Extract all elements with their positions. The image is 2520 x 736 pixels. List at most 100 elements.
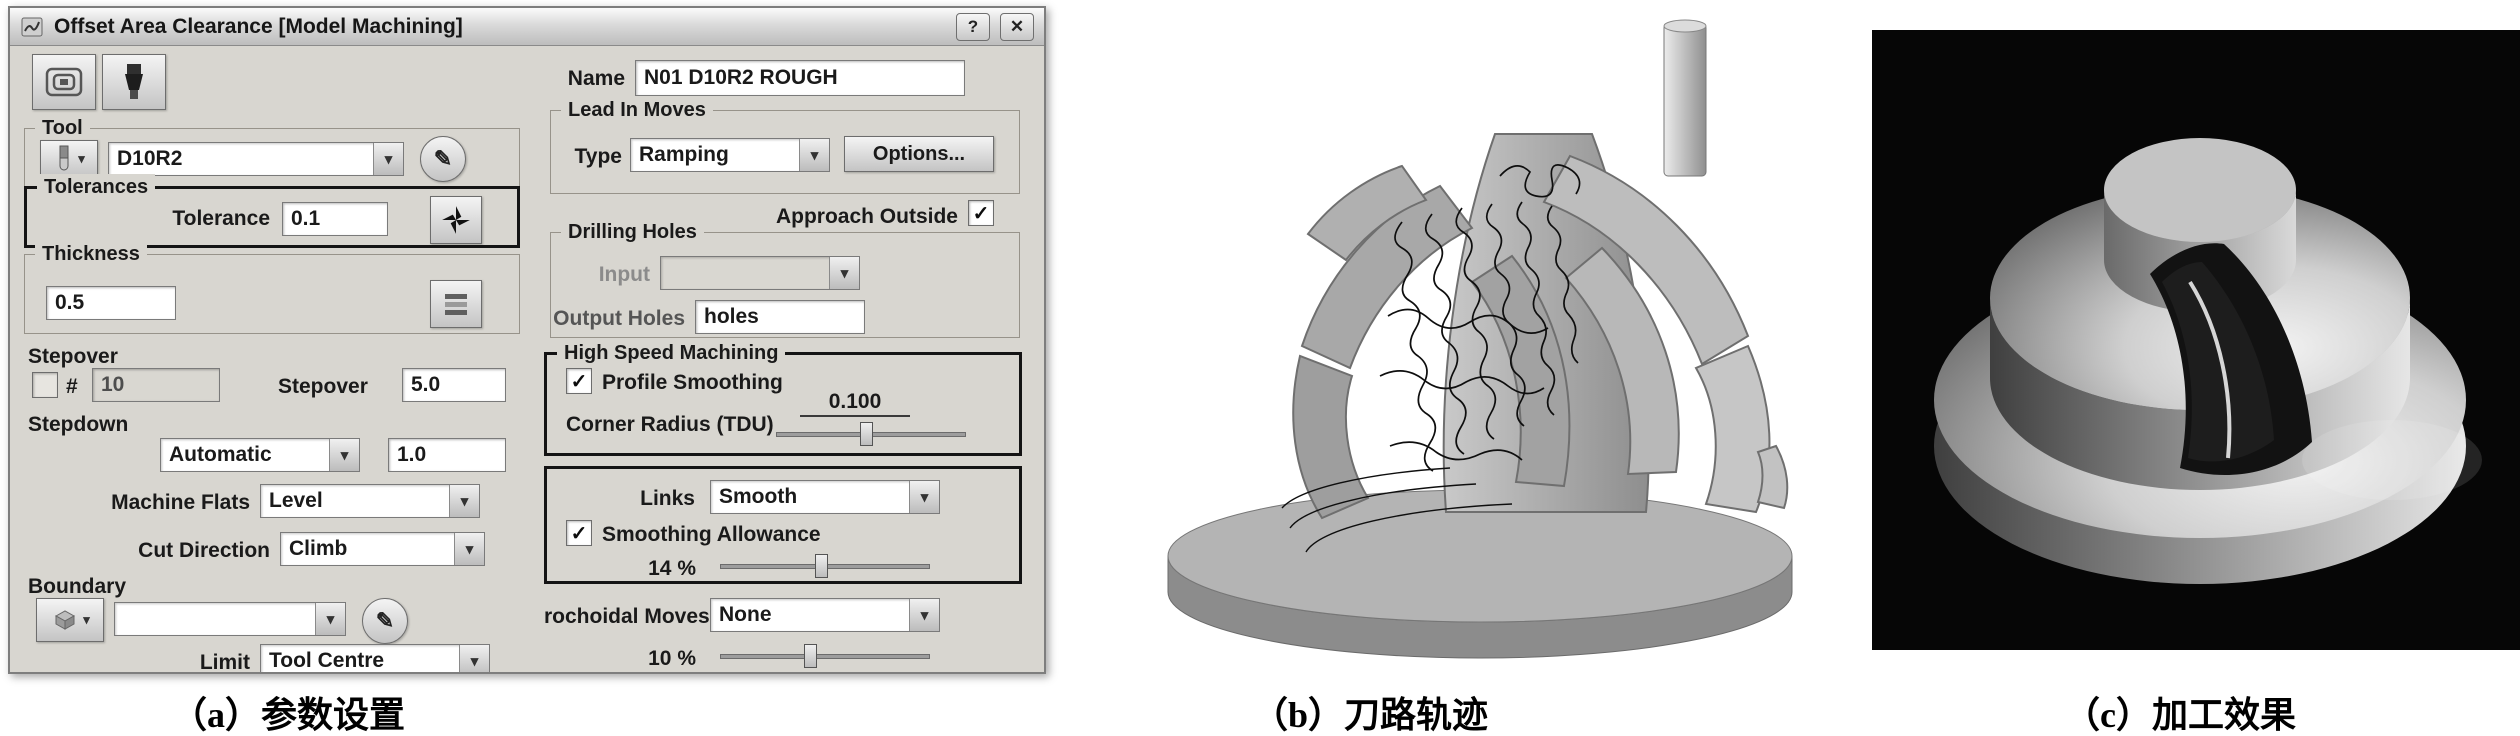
trochoidal-percent-label: 10 %: [648, 647, 696, 670]
slider-thumb[interactable]: [814, 554, 828, 578]
machine-flats-value: Level: [269, 489, 323, 512]
tolerances-group: Tolerances: [24, 174, 520, 248]
caption-b: （b）刀路轨迹: [1251, 695, 1489, 735]
help-button[interactable]: ?: [956, 12, 990, 41]
profile-smoothing-checkbox[interactable]: ✓: [566, 368, 592, 394]
tool-holder-button[interactable]: [102, 54, 166, 110]
smoothing-allowance-checkbox[interactable]: ✓: [566, 520, 592, 546]
cut-direction-label: Cut Direction: [138, 539, 270, 562]
dialog-title: Offset Area Clearance [Model Machining]: [54, 14, 463, 38]
boundary-select-value: [115, 603, 315, 635]
lead-in-moves-group: Lead In Moves: [550, 97, 1020, 194]
tolerance-options-button[interactable]: [430, 196, 482, 244]
slider-thumb[interactable]: [804, 644, 817, 668]
corner-radius-value: 0.100: [800, 390, 910, 417]
chevron-down-icon: ▾: [799, 139, 829, 171]
output-holes-input[interactable]: holes: [695, 300, 865, 334]
lead-in-options-button[interactable]: Options...: [844, 136, 994, 172]
machined-result-figure: [1872, 30, 2520, 650]
corner-radius-slider[interactable]: [776, 420, 966, 448]
pencil-icon: ✎: [375, 608, 395, 633]
offset-pattern-icon: [43, 63, 85, 101]
boundary-type-button[interactable]: ▾: [36, 598, 104, 642]
offset-area-clearance-dialog: Offset Area Clearance [Model Machining] …: [8, 6, 1046, 674]
lead-in-type-select[interactable]: Ramping ▾: [630, 138, 830, 172]
stepover-label: Stepover: [278, 375, 368, 398]
thickness-options-button[interactable]: [430, 280, 482, 328]
chevron-down-icon: ▾: [909, 599, 939, 631]
smoothing-allowance-label: Smoothing Allowance: [602, 523, 821, 546]
tolerances-group-label: Tolerances: [37, 174, 156, 200]
machine-flats-label: Machine Flats: [111, 491, 250, 514]
tool-holder-icon: [114, 62, 154, 102]
dialog-titlebar[interactable]: Offset Area Clearance [Model Machining] …: [10, 8, 1044, 46]
thickness-group: Thickness: [24, 241, 520, 334]
stepdown-mode-select[interactable]: Automatic ▾: [160, 438, 360, 472]
window-icon: [20, 15, 44, 39]
lead-in-type-label: Type: [574, 145, 622, 168]
smoothing-allowance-slider[interactable]: [720, 552, 930, 580]
check-icon: ✓: [972, 202, 990, 225]
hsm-group-label: High Speed Machining: [557, 340, 786, 366]
tolerance-input[interactable]: 0.1: [282, 202, 388, 236]
blade-slot: [2150, 243, 2312, 476]
tool-select[interactable]: D10R2 ▾: [108, 142, 404, 176]
trochoidal-slider[interactable]: [720, 642, 930, 670]
approach-outside-checkbox[interactable]: ✓: [968, 200, 994, 226]
links-label: Links: [640, 487, 695, 510]
approach-outside-label: Approach Outside: [775, 205, 958, 228]
chevron-down-icon: ▾: [83, 612, 90, 627]
lead-in-type-value: Ramping: [639, 143, 729, 166]
base-disc: [1167, 489, 1793, 659]
strategy-pattern-button[interactable]: [32, 54, 96, 110]
corner-radius-label: Corner Radius (TDU): [566, 413, 774, 436]
drilling-holes-group: Drilling Holes: [550, 219, 1020, 338]
output-holes-label: Output Holes: [553, 307, 685, 330]
tolerance-label: Tolerance: [172, 207, 270, 230]
tool-cylinder: [1663, 19, 1707, 177]
impeller-toolpath-image: [1167, 19, 1793, 659]
trochoidal-moves-select[interactable]: None ▾: [710, 598, 940, 632]
stepover-input[interactable]: 5.0: [402, 368, 506, 402]
highlight: [2302, 420, 2482, 500]
name-input[interactable]: N01 D10R2 ROUGH: [635, 60, 965, 96]
chevron-down-icon: ▾: [829, 257, 859, 289]
thickness-group-label: Thickness: [35, 241, 147, 267]
stepover-group-label: Stepover: [28, 345, 118, 368]
thickness-input[interactable]: 0.5: [46, 286, 176, 320]
links-select[interactable]: Smooth ▾: [710, 480, 940, 514]
tool-type-button[interactable]: ▾: [40, 140, 98, 178]
machined-part-image: [1872, 30, 2520, 650]
cut-direction-select[interactable]: Climb ▾: [280, 532, 485, 566]
check-icon: ✓: [570, 522, 588, 545]
profile-smoothing-label: Profile Smoothing: [602, 371, 783, 394]
toolpath-scribbles: [1281, 164, 1581, 553]
stepdown-group-label: Stepdown: [28, 413, 129, 436]
close-button[interactable]: ✕: [1000, 12, 1034, 41]
stepdown-input[interactable]: 1.0: [388, 438, 506, 472]
clamp-icon: [441, 289, 471, 319]
check-icon: ✓: [570, 370, 588, 393]
hsm-group: High Speed Machining: [544, 340, 1022, 456]
slider-thumb[interactable]: [859, 422, 873, 446]
limit-select-value: Tool Centre: [269, 649, 385, 672]
tool-group-label: Tool: [35, 115, 90, 141]
drilling-input-select: ▾: [660, 256, 860, 290]
chevron-down-icon: ▾: [329, 439, 359, 471]
machine-flats-select[interactable]: Level ▾: [260, 484, 480, 518]
boundary-edit-button[interactable]: ✎: [362, 598, 408, 644]
limit-select[interactable]: Tool Centre ▾: [260, 644, 490, 672]
boundary-group-label: Boundary: [28, 575, 127, 598]
pinwheel-icon: [440, 204, 472, 236]
chevron-down-icon: ▾: [459, 645, 489, 672]
stepover-count-checkbox[interactable]: [32, 372, 58, 398]
name-label: Name: [567, 67, 625, 90]
drilling-input-label: Input: [598, 263, 650, 286]
stepover-count-input[interactable]: 10: [92, 368, 220, 402]
tool-edit-button[interactable]: ✎: [420, 136, 466, 182]
tool-select-value: D10R2: [117, 147, 183, 170]
boundary-select[interactable]: ▾: [114, 602, 346, 636]
impeller-blades: [1292, 133, 1789, 520]
end-mill-icon: [53, 145, 75, 173]
trochoidal-moves-label: rochoidal Moves: [544, 605, 710, 628]
